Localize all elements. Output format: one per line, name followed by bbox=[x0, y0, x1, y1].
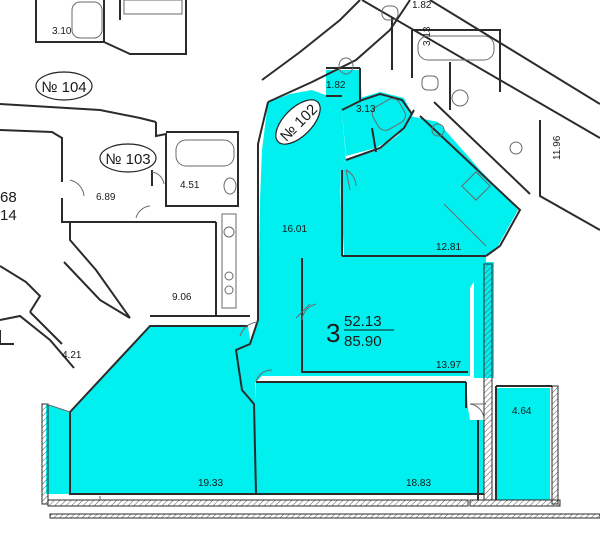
area-right-room: 11.96 bbox=[552, 135, 563, 160]
kitchen-fill bbox=[340, 116, 518, 256]
area-102-kitchen: 12.81 bbox=[436, 242, 461, 253]
balcony-fill bbox=[496, 388, 550, 500]
area-102-wc: 1.82 bbox=[326, 80, 346, 91]
total-area: 85.90 bbox=[344, 333, 382, 350]
room-left-fill bbox=[70, 326, 256, 494]
apartment-badge-102: № 102 bbox=[275, 99, 321, 145]
area-102-room-mid: 13.97 bbox=[436, 360, 461, 371]
apartment-label-103: № 103 bbox=[105, 151, 150, 168]
area-labels: 3.10 1.82 3.13 11.96 1.82 3.13 16.01 12.… bbox=[0, 0, 563, 489]
area-top-left: 3.10 bbox=[52, 26, 72, 37]
area-103-hall: 6.89 bbox=[96, 192, 116, 203]
area-103-bath: 4.51 bbox=[180, 180, 200, 191]
apartment-badge-103: № 103 bbox=[99, 143, 157, 173]
area-left-cut-top: 68 bbox=[0, 189, 17, 206]
area-102-bath: 3.13 bbox=[356, 104, 376, 115]
fixtures bbox=[45, 0, 523, 500]
area-left-cut-bottom: 14 bbox=[0, 207, 17, 224]
apartment-label-104: № 104 bbox=[41, 79, 86, 96]
room-right-fill bbox=[256, 382, 484, 494]
bath-fill bbox=[326, 70, 362, 112]
hall-fill bbox=[236, 90, 486, 404]
area-102-balcony: 4.64 bbox=[512, 406, 532, 417]
area-top-right-bath: 3.13 bbox=[422, 26, 433, 46]
doors bbox=[69, 169, 485, 421]
walls bbox=[0, 0, 600, 500]
rooms-count: 3 bbox=[326, 318, 340, 348]
exterior-walls bbox=[41, 263, 600, 519]
living-area: 52.13 bbox=[344, 313, 382, 330]
area-102-room-left: 19.33 bbox=[198, 478, 223, 489]
area-102-hall: 16.01 bbox=[282, 224, 307, 235]
area-102-room-right: 18.83 bbox=[406, 478, 431, 489]
area-103-kitchen: 9.06 bbox=[172, 292, 192, 303]
apartment-102-fill bbox=[46, 70, 550, 500]
area-103-loggia: 4.21 bbox=[62, 350, 82, 361]
apartment-summary: 3 52.13 85.90 bbox=[326, 313, 394, 350]
apartment-badge-104: № 104 bbox=[35, 71, 93, 101]
left-loggia-fill bbox=[46, 404, 70, 494]
area-top-right: 1.82 bbox=[412, 0, 432, 11]
